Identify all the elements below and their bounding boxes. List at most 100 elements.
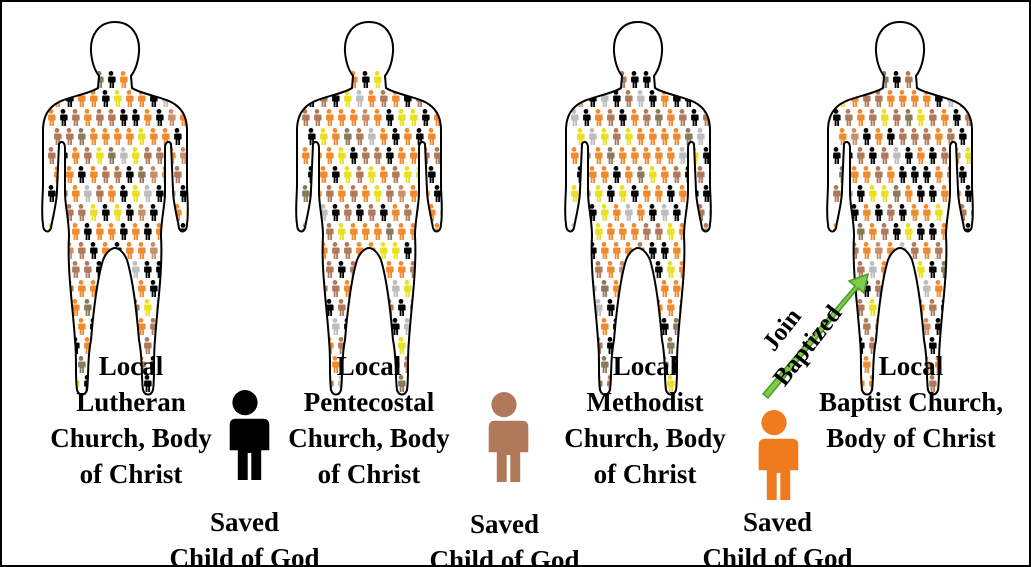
- member-figure: [679, 71, 687, 88]
- member-figure: [685, 280, 693, 297]
- member-figure: [619, 299, 627, 316]
- member-figure: [691, 299, 699, 316]
- member-figure: [631, 299, 639, 316]
- member-figure: [953, 261, 961, 278]
- member-figure: [911, 318, 919, 335]
- member-figure: [168, 223, 176, 240]
- member-figure: [422, 261, 430, 278]
- member-figure: [60, 71, 68, 88]
- member-figure: [703, 299, 711, 316]
- member-figure: [953, 223, 961, 240]
- member-figure: [314, 261, 322, 278]
- member-figure: [428, 242, 436, 259]
- member-figure: [398, 71, 406, 88]
- member-figure: [410, 71, 418, 88]
- member-figure: [308, 242, 316, 259]
- member-figure: [905, 261, 913, 278]
- member-figure: [905, 299, 913, 316]
- member-figure: [380, 318, 388, 335]
- member-figure: [126, 318, 134, 335]
- church-label-methodist: Local Methodist Church, Body of Christ: [550, 348, 740, 492]
- saved-label-3: Saved Child of God: [685, 504, 870, 567]
- member-figure: [583, 71, 591, 88]
- member-figure: [845, 71, 853, 88]
- member-figure: [703, 261, 711, 278]
- member-figure: [374, 299, 382, 316]
- member-figure: [589, 318, 597, 335]
- member-figure: [102, 280, 110, 297]
- member-figure: [691, 261, 699, 278]
- member-figure: [685, 242, 693, 259]
- member-figure: [174, 242, 182, 259]
- member-figure: [314, 71, 322, 88]
- member-figure: [649, 318, 657, 335]
- member-figure: [180, 261, 188, 278]
- member-figure: [971, 90, 979, 107]
- member-figure: [887, 280, 895, 297]
- member-figure: [703, 71, 711, 88]
- member-figure: [595, 71, 603, 88]
- member-figure: [162, 242, 170, 259]
- believer-figure-1: [227, 390, 269, 480]
- member-figure: [362, 261, 370, 278]
- member-figure: [144, 71, 152, 88]
- member-figure: [308, 280, 316, 297]
- member-figure: [356, 318, 364, 335]
- body-silhouette-2: [296, 22, 447, 395]
- member-figure: [434, 71, 442, 88]
- member-figure: [440, 318, 448, 335]
- member-figure: [48, 299, 56, 316]
- member-figure: [845, 261, 853, 278]
- member-figure: [60, 261, 68, 278]
- member-figure: [156, 71, 164, 88]
- member-figure: [893, 299, 901, 316]
- member-figure: [440, 242, 448, 259]
- member-figure: [869, 71, 877, 88]
- member-figure: [571, 261, 579, 278]
- member-figure: [356, 280, 364, 297]
- member-figure: [697, 280, 705, 297]
- member-figure: [374, 261, 382, 278]
- member-figure: [84, 71, 92, 88]
- believer-figure-3: [756, 410, 798, 500]
- member-figure: [326, 71, 334, 88]
- member-figure: [577, 318, 585, 335]
- member-figure: [186, 280, 194, 297]
- member-figure: [965, 261, 973, 278]
- church-label-lutheran: Local Lutheran Church, Body of Christ: [46, 348, 216, 492]
- body-silhouette-4: [827, 22, 978, 395]
- member-figure: [168, 261, 176, 278]
- member-figure: [971, 280, 979, 297]
- member-figure: [416, 242, 424, 259]
- church-label-baptist: Local Baptist Church, Body of Christ: [802, 348, 1020, 456]
- member-figure: [947, 242, 955, 259]
- member-figure: [174, 318, 182, 335]
- member-figure: [947, 318, 955, 335]
- member-figure: [368, 318, 376, 335]
- member-figure: [428, 318, 436, 335]
- member-figure: [625, 318, 633, 335]
- member-figure: [302, 299, 310, 316]
- member-figure: [66, 318, 74, 335]
- member-figure: [571, 71, 579, 88]
- member-figure: [851, 318, 859, 335]
- member-figure: [168, 71, 176, 88]
- member-figure: [422, 223, 430, 240]
- member-figure: [48, 71, 56, 88]
- member-figure: [971, 242, 979, 259]
- member-figure: [953, 299, 961, 316]
- member-figure: [929, 71, 937, 88]
- member-figure: [833, 261, 841, 278]
- member-figure: [320, 318, 328, 335]
- church-label-pentecostal: Local Pentecostal Church, Body of Christ: [274, 348, 464, 492]
- member-figure: [96, 299, 104, 316]
- member-figure: [881, 299, 889, 316]
- member-figure: [302, 261, 310, 278]
- member-figure: [416, 280, 424, 297]
- member-figure: [667, 71, 675, 88]
- member-figure: [965, 71, 973, 88]
- member-figure: [691, 71, 699, 88]
- member-figure: [583, 299, 591, 316]
- member-figure: [697, 318, 705, 335]
- member-figure: [947, 280, 955, 297]
